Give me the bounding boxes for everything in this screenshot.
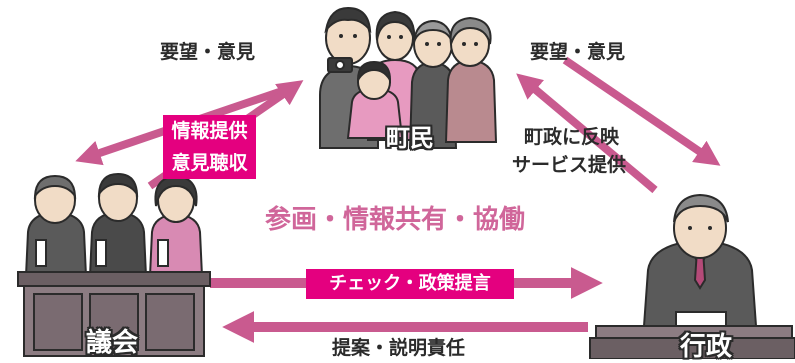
- label-request-top-right: 要望・意見: [530, 41, 626, 63]
- label-reflect-line1: 町政に反映: [524, 126, 620, 148]
- label-reflect-line2: サービス提供: [512, 154, 627, 176]
- arrow-administration-to-townspeople: [516, 73, 658, 194]
- assembly-members-illustration: [17, 172, 211, 357]
- label-center-participation: 参画・情報共有・協働: [265, 205, 526, 235]
- pill-info-provision: 情報提供: [163, 115, 256, 147]
- label-proposal-accountability: 提案・説明責任: [332, 337, 466, 359]
- label-request-top-left: 要望・意見: [160, 41, 256, 63]
- arrow-townspeople-to-administration: [562, 56, 721, 166]
- pill-hearing-opinions: 意見聴収: [163, 147, 256, 179]
- actor-label-assembly: 議会: [86, 328, 139, 358]
- actor-label-administration: 行政: [680, 332, 733, 362]
- administrator-illustration: [589, 193, 795, 359]
- actor-label-townspeople: 町民: [386, 124, 434, 152]
- pill-check-policy: チェック・政策提言: [306, 269, 514, 299]
- townspeople-group-illustration: [319, 6, 498, 149]
